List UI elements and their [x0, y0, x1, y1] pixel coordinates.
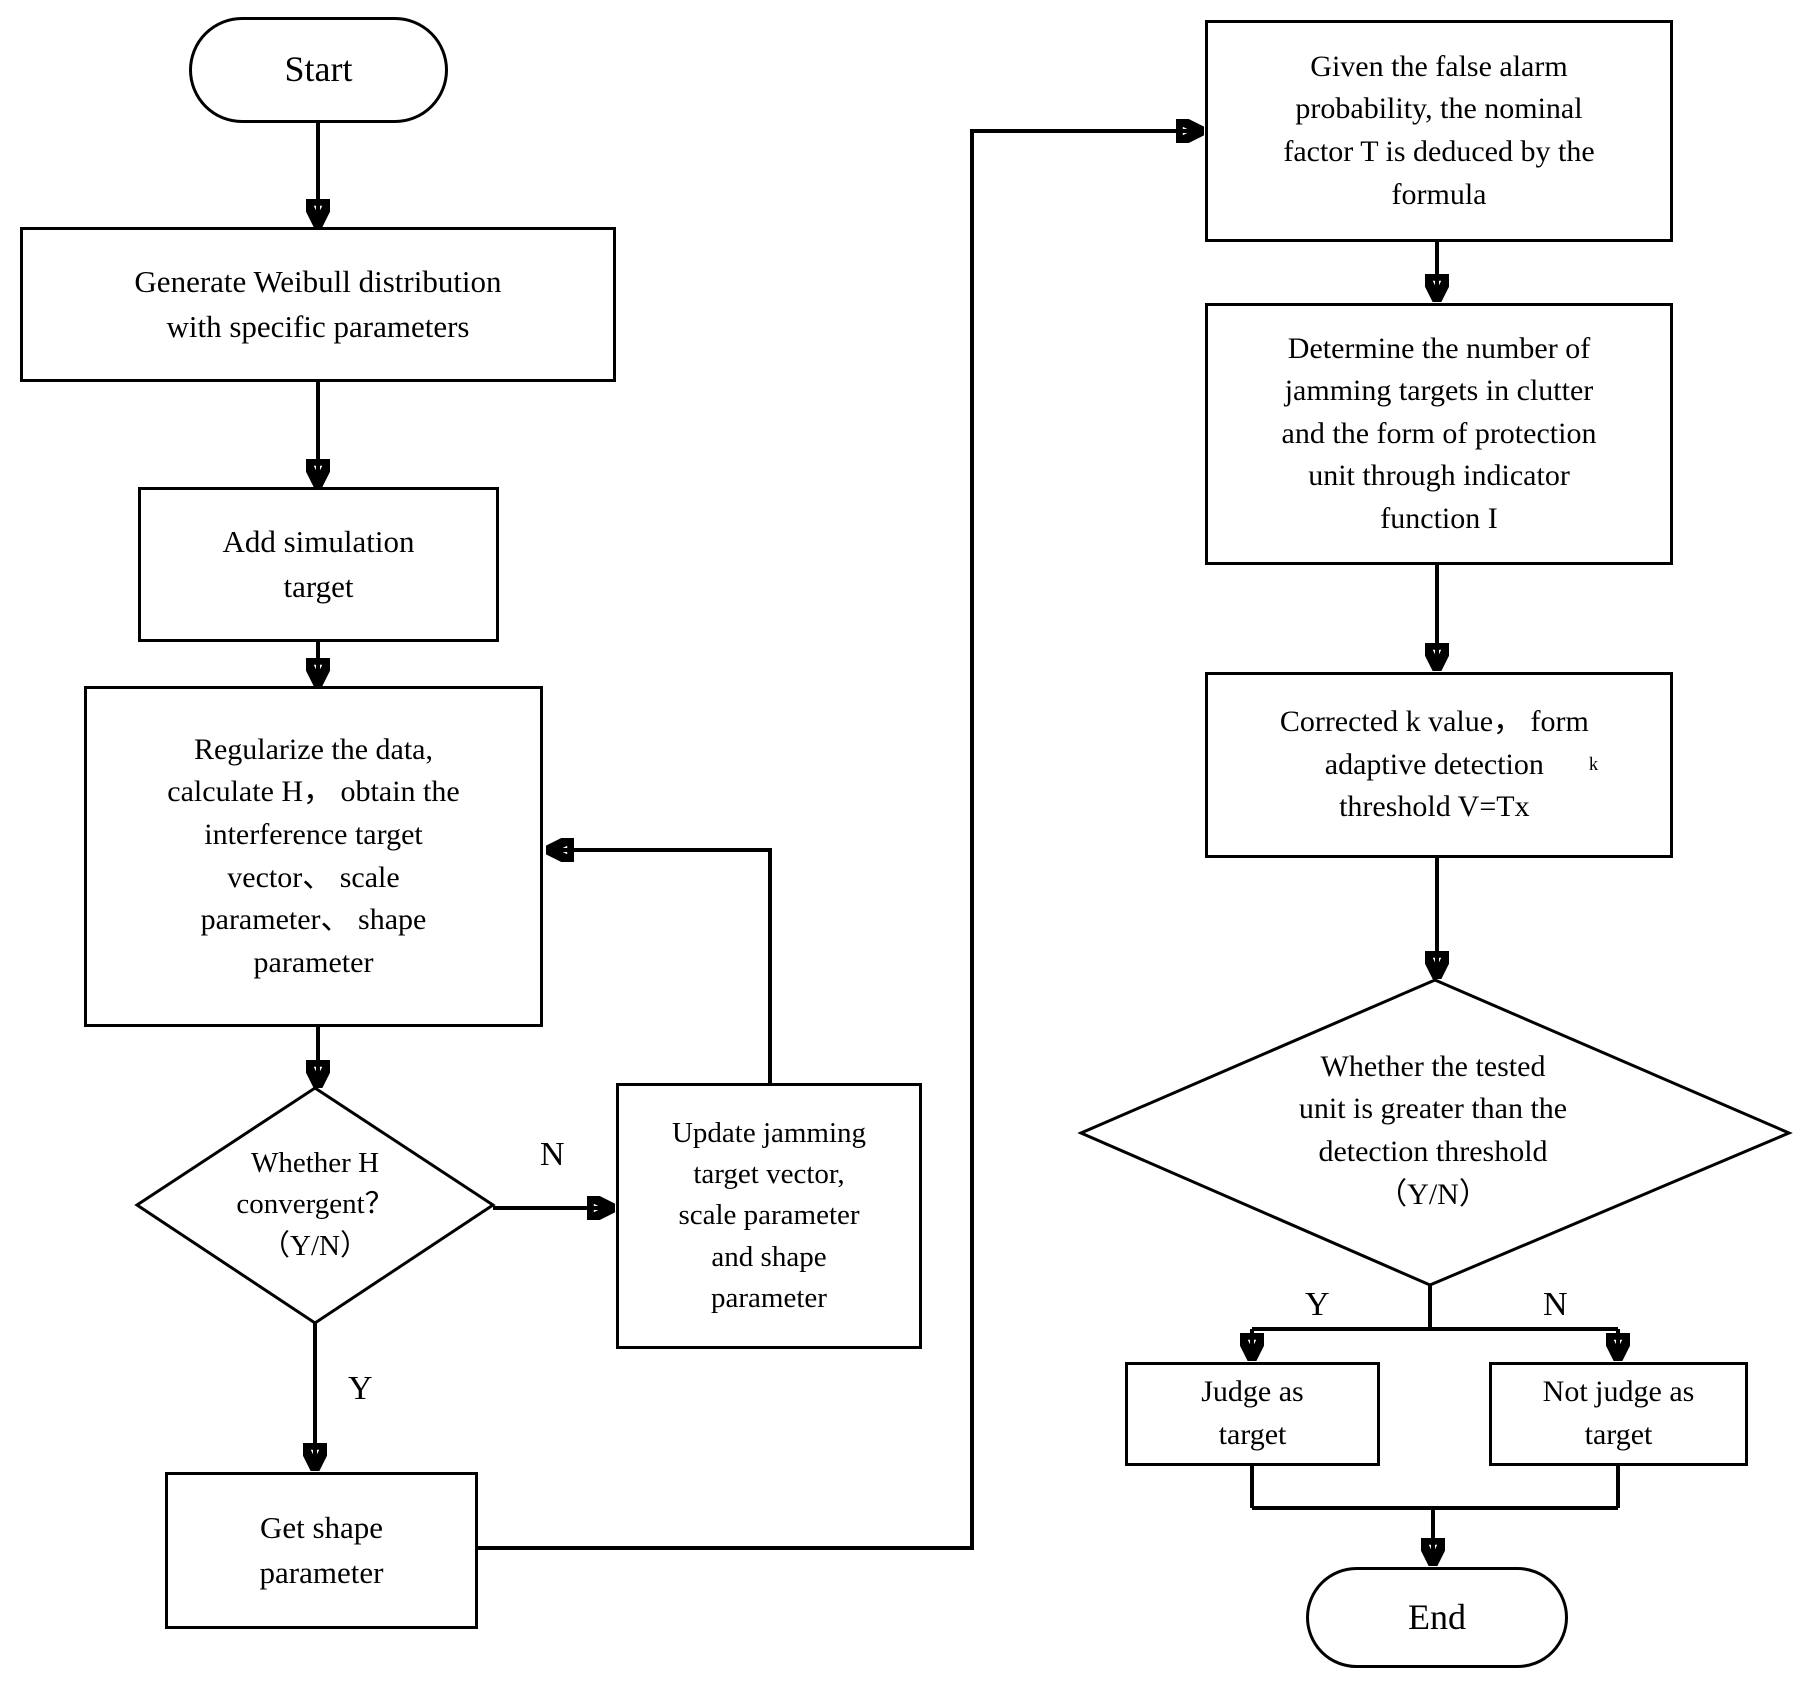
edge-label-small-diamond-yes: Y	[348, 1370, 373, 1407]
add-simulation-target-node: Add simulation target	[138, 487, 499, 642]
generate-weibull-node: Generate Weibull distribution with speci…	[20, 227, 616, 382]
end-node: End	[1306, 1567, 1568, 1668]
corrected-k-node: Corrected k value， form adaptive detecti…	[1205, 672, 1673, 858]
edge-label-big-diamond-yes: Y	[1305, 1286, 1330, 1323]
decision-h-convergent-shape	[134, 1086, 496, 1325]
not-judge-as-target-node: Not judge as target	[1489, 1362, 1748, 1466]
decision-h-convergent-label: Whether H convergent？ （Y/N）	[236, 1147, 394, 1262]
determine-number-node: Determine the number of jamming targets …	[1205, 303, 1673, 565]
regularize-data-node: Regularize the data, calculate H， obtain…	[84, 686, 543, 1027]
decision-threshold-check-label: Whether the tested unit is greater than …	[1298, 1049, 1568, 1211]
start-node: Start	[189, 17, 448, 123]
corrected-k-label: Corrected k value， form adaptive detecti…	[1279, 705, 1589, 824]
update-jamming-node: Update jamming target vector, scale para…	[616, 1083, 922, 1349]
edge-label-small-diamond-no: N	[540, 1136, 565, 1173]
decision-threshold-check-shape	[1077, 978, 1793, 1287]
arrow-update-loop-to-regularize	[548, 850, 772, 1083]
judge-as-target-node: Judge as target	[1125, 1362, 1380, 1466]
edge-label-big-diamond-no: N	[1543, 1286, 1568, 1323]
nominal-factor-node: Given the false alarm probability, the n…	[1205, 20, 1673, 242]
get-shape-parameter-node: Get shape parameter	[165, 1472, 478, 1629]
arrow-get-shape-to-nominal-factor	[478, 131, 1202, 1550]
